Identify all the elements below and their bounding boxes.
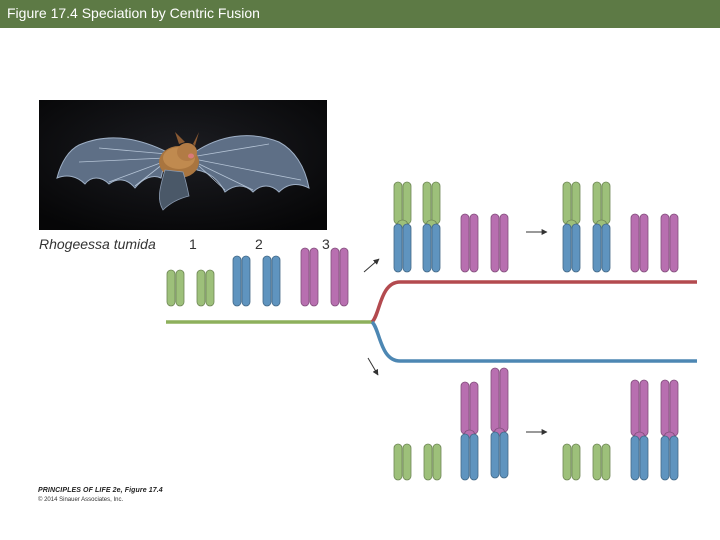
ancestral-chromosome-3b: [330, 247, 349, 307]
lower-fused-chromosome-b: [490, 367, 509, 479]
upper-fused-chromosome-b: [422, 181, 441, 273]
lower-lineage-line: [370, 320, 697, 363]
credit-title: PRINCIPLES OF LIFE 2e, Figure 17.4: [38, 487, 163, 494]
ancestral-chromosome-3a: [300, 247, 319, 307]
upper-fused-chromosome-a: [393, 181, 412, 273]
ancestral-chromosome-2a: [232, 255, 251, 307]
lower-fused-chromosome-d: [660, 379, 679, 481]
upper-branch-arrow: [363, 258, 380, 273]
chromosome-groups: [166, 181, 679, 481]
upper-chromosome-3c: [630, 213, 649, 273]
lower-branch-arrow: [367, 357, 379, 376]
upper-chromosome-3a: [460, 213, 479, 273]
upper-lineage-line: [370, 280, 697, 324]
lower-fused-chromosome-a: [460, 381, 479, 481]
ancestral-chromosome-2b: [262, 255, 281, 307]
upper-chromosome-3b: [490, 213, 509, 273]
chromosome-number-2: 2: [255, 236, 263, 252]
chromosome-number-1: 1: [189, 236, 197, 252]
lower-chromosome-1c: [562, 443, 581, 481]
lower-chromosome-1d: [592, 443, 611, 481]
bat-photo: [39, 100, 327, 230]
ancestral-chromosome-1a: [166, 269, 185, 307]
lower-fused-chromosome-c: [630, 379, 649, 481]
species-label: Rhogeessa tumida: [39, 236, 156, 252]
lower-chromosome-1a: [393, 443, 412, 481]
upper-chromosome-3d: [660, 213, 679, 273]
title-bar: Figure 17.4 Speciation by Centric Fusion: [0, 0, 720, 28]
chromosome-number-3: 3: [322, 236, 330, 252]
slide-title: Figure 17.4 Speciation by Centric Fusion: [7, 5, 260, 21]
credit-copyright: © 2014 Sinauer Associates, Inc.: [38, 497, 124, 503]
ancestral-chromosome-1b: [196, 269, 215, 307]
bat-illustration: [39, 100, 327, 230]
upper-fused-chromosome-d: [592, 181, 611, 273]
upper-fused-chromosome-c: [562, 181, 581, 273]
lower-chromosome-1b: [423, 443, 442, 481]
